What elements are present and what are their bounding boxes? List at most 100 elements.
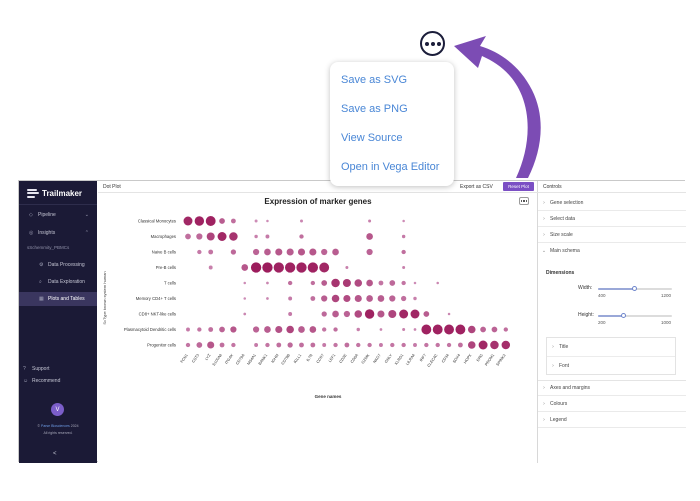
section-label: Main schema bbox=[550, 248, 580, 254]
sidebar-recommend[interactable]: ☺ Recommend bbox=[19, 374, 97, 388]
chevron-right-icon: › bbox=[543, 199, 545, 206]
x-tick-label: PROM1 bbox=[484, 353, 495, 366]
section-label: Axes and margins bbox=[550, 384, 591, 391]
x-tick-label: IGHM bbox=[271, 353, 280, 363]
menu-item-view-source[interactable]: View Source bbox=[341, 132, 403, 144]
x-tick-label: ITGAX bbox=[224, 353, 234, 365]
dot-marker bbox=[288, 312, 293, 316]
height-label: Height: bbox=[578, 312, 594, 318]
section-select-data[interactable]: ›Select data bbox=[538, 211, 686, 227]
plot-actions-more-icon[interactable] bbox=[519, 197, 529, 205]
dot-marker bbox=[399, 309, 409, 319]
sidebar-item-plots-and-tables[interactable]: ▦ Plots and Tables bbox=[19, 292, 97, 306]
dot-marker bbox=[229, 232, 238, 241]
x-tick-label: S100A8 bbox=[212, 353, 223, 366]
dot-marker bbox=[377, 310, 385, 318]
dot-marker bbox=[253, 326, 260, 333]
sidebar: Trailmaker ◇ Pipeline ⌄ ◎ Insights ⌃ sSc… bbox=[19, 181, 97, 463]
dot-marker bbox=[333, 342, 338, 348]
height-slider[interactable] bbox=[598, 313, 672, 318]
sidebar-item-label: Data Exploration bbox=[48, 279, 85, 285]
dot-marker bbox=[424, 342, 429, 348]
reset-plot-button[interactable]: Reset Plot bbox=[503, 182, 534, 191]
dot-marker bbox=[319, 262, 330, 273]
subsection-title[interactable]: ›Title bbox=[547, 338, 675, 357]
x-tick-label: CD3E bbox=[339, 353, 348, 364]
dot-marker bbox=[345, 266, 349, 269]
sidebar-item-label: Data Processing bbox=[48, 262, 85, 268]
dot-marker bbox=[309, 248, 317, 256]
section-main-schema[interactable]: ⌄Main schema bbox=[538, 243, 686, 259]
section-legend[interactable]: ›Legend bbox=[538, 412, 686, 428]
x-axis-title: Gene names bbox=[315, 394, 342, 399]
dot-marker bbox=[219, 218, 225, 224]
chevron-down-icon: ⌄ bbox=[84, 212, 89, 218]
avatar[interactable]: V bbox=[51, 403, 64, 416]
dot-marker bbox=[354, 294, 362, 303]
dot-marker bbox=[401, 295, 407, 302]
sidebar-support[interactable]: ? Support bbox=[19, 362, 97, 376]
height-slider-handle[interactable] bbox=[620, 313, 626, 318]
subsection-font[interactable]: ›Font bbox=[547, 356, 675, 375]
copyright-link[interactable]: Parse Biosciences bbox=[40, 424, 70, 428]
menu-item-save-png[interactable]: Save as PNG bbox=[341, 103, 408, 115]
section-label: Select data bbox=[550, 215, 576, 222]
x-tick-label: CLEC4C bbox=[427, 353, 439, 368]
export-csv-button[interactable]: Export as CSV bbox=[460, 184, 493, 190]
y-tick-label: Progenitor cells bbox=[147, 343, 176, 348]
section-colours[interactable]: ›Colours bbox=[538, 396, 686, 412]
plot-panel: Dot Plot Export as CSV Reset Plot Expres… bbox=[98, 181, 538, 463]
y-tick-label: Classical Monocytes bbox=[138, 219, 176, 224]
brand-logo[interactable]: Trailmaker bbox=[27, 186, 97, 200]
dot-marker bbox=[343, 294, 351, 303]
section-size-scale[interactable]: ›Size scale bbox=[538, 227, 686, 243]
sidebar-item-label: Pipeline bbox=[38, 212, 56, 218]
section-gene-selection[interactable]: ›Gene selection bbox=[538, 195, 686, 211]
sidebar-divider bbox=[19, 204, 97, 205]
more-options-icon[interactable] bbox=[420, 31, 445, 56]
collapse-sidebar-icon[interactable]: < bbox=[53, 451, 57, 457]
sidebar-item-experiment[interactable]: sSchemmity_PBMCs bbox=[19, 240, 97, 254]
dot-marker bbox=[183, 216, 193, 226]
callout-arrow-shape bbox=[454, 36, 541, 178]
sidebar-item-label: Plots and Tables bbox=[48, 296, 85, 302]
x-tick-label: MS4A1 bbox=[246, 353, 256, 365]
x-tick-label: HOPX bbox=[463, 353, 473, 364]
menu-item-open-vega-editor[interactable]: Open in Vega Editor bbox=[341, 161, 440, 173]
sidebar-item-data-processing[interactable]: ⚙ Data Processing bbox=[19, 258, 97, 272]
section-axes-and-margins[interactable]: ›Axes and margins bbox=[538, 380, 686, 396]
chevron-right-icon: › bbox=[552, 362, 554, 369]
dot-marker bbox=[230, 249, 237, 255]
x-tick-label: CD79B bbox=[281, 353, 292, 366]
sidebar-item-data-exploration[interactable]: ⌕ Data Exploration bbox=[19, 275, 97, 289]
sidebar-item-pipeline[interactable]: ◇ Pipeline ⌄ bbox=[19, 208, 97, 222]
dot-marker bbox=[389, 280, 396, 286]
x-tick-label: IRF7 bbox=[419, 353, 427, 362]
dot-marker bbox=[331, 278, 340, 288]
chevron-right-icon: › bbox=[543, 231, 545, 238]
y-tick-label: T cells bbox=[164, 281, 176, 286]
dot-marker bbox=[219, 342, 225, 348]
dot-marker bbox=[401, 234, 406, 239]
dot-marker bbox=[185, 342, 191, 348]
x-tick-label: SPINK2 bbox=[496, 353, 507, 366]
brand-name: Trailmaker bbox=[42, 188, 83, 198]
dot-marker bbox=[366, 295, 373, 302]
width-slider[interactable] bbox=[598, 286, 672, 291]
dot-marker bbox=[457, 342, 463, 348]
trailmaker-logo-icon bbox=[27, 188, 39, 198]
menu-item-save-svg[interactable]: Save as SVG bbox=[341, 74, 408, 86]
sidebar-item-insights[interactable]: ◎ Insights ⌃ bbox=[19, 226, 97, 240]
dot-marker bbox=[467, 341, 476, 349]
dot-marker bbox=[253, 248, 260, 256]
dot-marker bbox=[413, 328, 417, 331]
x-tick-label: LEF1 bbox=[328, 353, 336, 363]
rights-text: All rights reserved. bbox=[43, 431, 73, 435]
width-slider-handle[interactable] bbox=[632, 286, 637, 291]
width-label: Width: bbox=[578, 285, 593, 291]
dot-marker bbox=[264, 248, 271, 256]
dot-marker bbox=[388, 309, 397, 319]
dot-marker bbox=[478, 340, 488, 350]
dot-marker bbox=[480, 326, 486, 333]
